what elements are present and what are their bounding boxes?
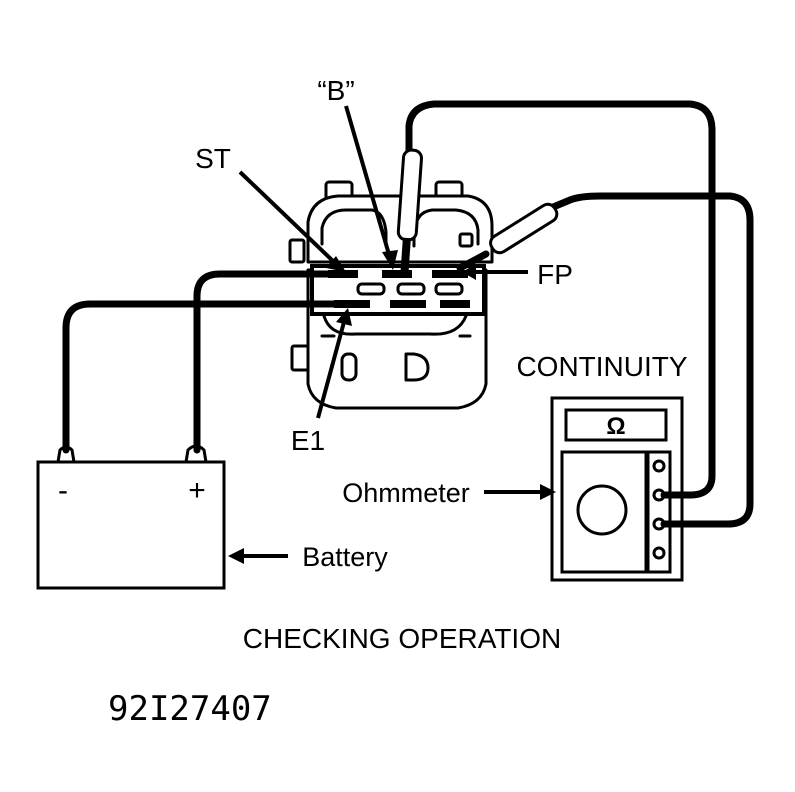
figure-caption: CHECKING OPERATION [243,623,561,654]
wire-ohmmeter-to-fp [542,192,754,528]
ohm-symbol: Ω [606,413,625,440]
ohmmeter: Ω [550,396,684,582]
wire-ohmmeter-to-b [405,100,716,499]
leader-st [238,170,336,264]
test-probes [396,148,559,273]
label-st-terminal: ST [195,143,231,174]
wire-battery-positive-to-st [193,270,332,454]
label-e1-terminal: E1 [291,425,325,456]
relay [288,180,494,410]
leader-lines [228,105,556,564]
figure-id: 92I27407 [108,689,272,729]
battery-plus-sign: + [188,474,206,507]
leader-b [344,105,392,259]
label-battery: Battery [302,542,388,572]
meter-jack-icon [652,459,666,473]
battery: - + [36,444,226,590]
meter-jack-icon [652,546,666,560]
wire-battery-negative-to-e1 [62,300,338,454]
label-ohmmeter: Ohmmeter [342,478,470,508]
label-fp-terminal: FP [537,259,573,290]
leader-e1 [316,321,346,419]
wiring [62,100,754,528]
meter-dial-icon [576,484,628,536]
battery-minus-sign: - [58,474,68,507]
label-continuity: CONTINUITY [516,351,687,382]
label-b-terminal: “B” [317,75,354,106]
